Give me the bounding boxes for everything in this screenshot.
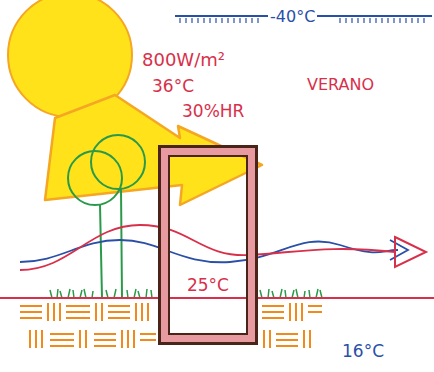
cool-air-flow (20, 240, 398, 262)
season-label: VERANO (305, 76, 376, 94)
inside-temperature: 25°C (185, 276, 231, 295)
sky-temperature: -40°C (268, 8, 317, 26)
flow-arrowhead (395, 237, 426, 267)
irradiance-label: 800W/m² (140, 50, 227, 70)
soil-hatch (20, 303, 322, 348)
tree-crown (91, 135, 145, 189)
tree-crown (68, 151, 122, 205)
ground-line (0, 297, 434, 299)
tree-trunk (100, 189, 122, 298)
humidity-label: 30%HR (180, 102, 246, 121)
building-section: 25°C (158, 145, 258, 345)
warm-air-flow (20, 225, 395, 270)
radiation-arrow (45, 95, 262, 205)
air-temperature: 36°C (150, 77, 196, 96)
ground-temperature: 16°C (340, 342, 386, 361)
